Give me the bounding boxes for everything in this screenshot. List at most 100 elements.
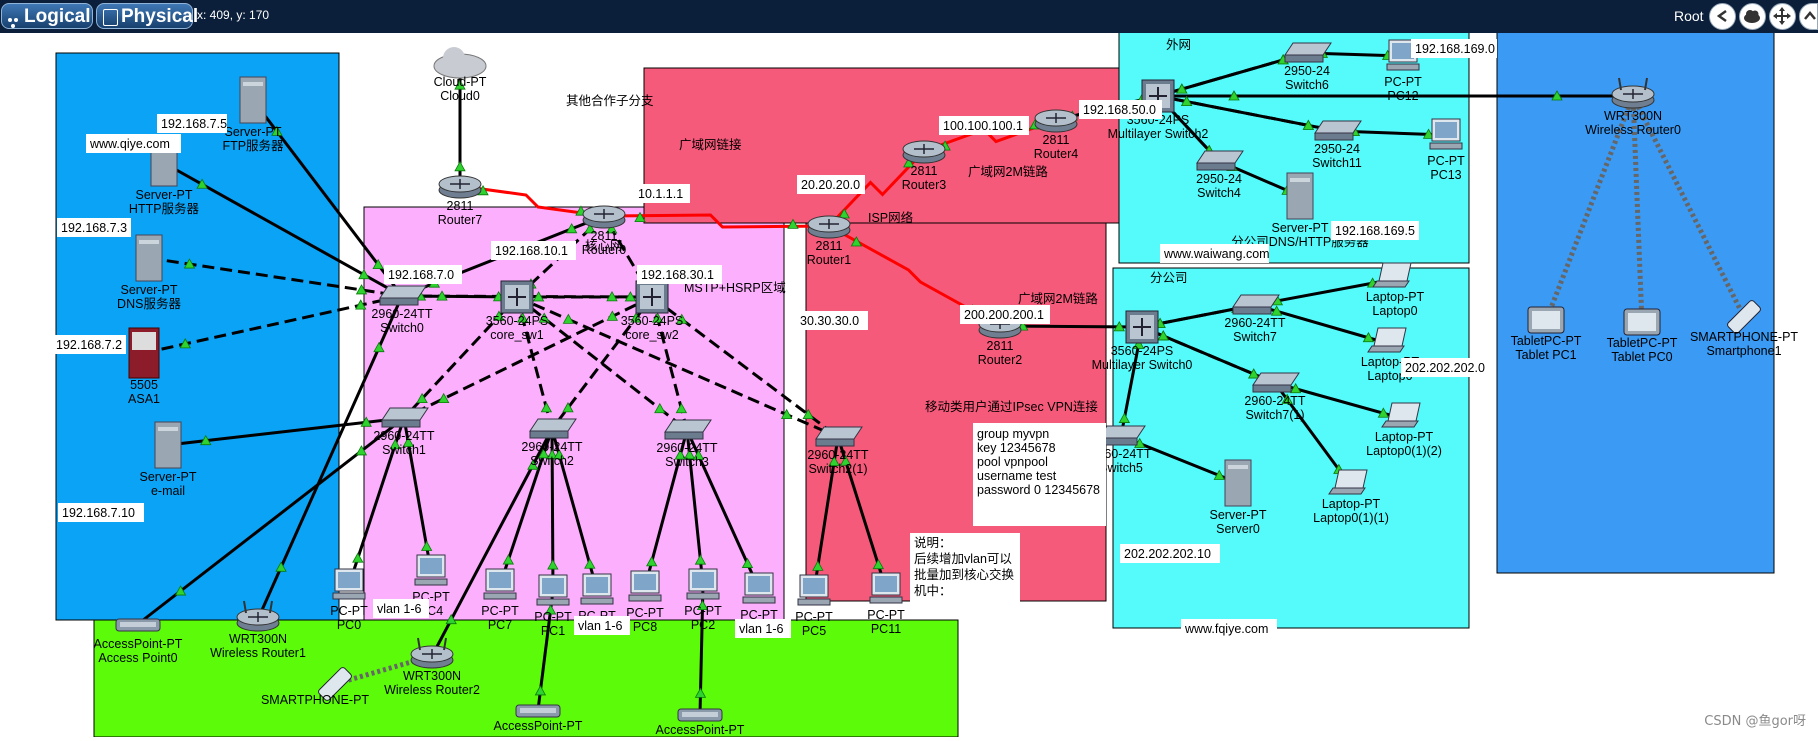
ip-tag-text: 202.202.202.10 bbox=[1124, 547, 1211, 561]
physical-label: Physical bbox=[121, 6, 199, 27]
link-status-dot bbox=[445, 613, 457, 625]
router-icon bbox=[1034, 109, 1078, 133]
device-label: Multilayer Switch2 bbox=[1108, 127, 1209, 141]
laptop-icon bbox=[1367, 327, 1407, 353]
back-button[interactable] bbox=[1709, 3, 1736, 30]
ip-tag-box bbox=[58, 503, 144, 522]
logical-view-button[interactable]: Logical bbox=[1, 3, 93, 29]
device-ap-pt2[interactable]: AccessPoint-PT bbox=[656, 708, 745, 737]
device-label: Switch7(1) bbox=[1245, 408, 1304, 422]
cluster-button[interactable] bbox=[1739, 3, 1766, 30]
ip-tag-box bbox=[57, 218, 131, 237]
logical-label: Logical bbox=[24, 6, 91, 27]
device-label: Router0 bbox=[582, 243, 627, 257]
device-label: AccessPoint-PT bbox=[656, 723, 745, 737]
pc-icon bbox=[628, 570, 662, 602]
ip-tag-text: 20.20.20.0 bbox=[801, 178, 860, 192]
branch-zone bbox=[1112, 267, 1470, 629]
device-label: Switch2(1) bbox=[808, 462, 867, 476]
expand-button[interactable] bbox=[1799, 3, 1818, 30]
vpn-line-1: key 12345678 bbox=[977, 441, 1056, 455]
note-box bbox=[910, 533, 1020, 615]
link-status-dot bbox=[624, 291, 637, 302]
device-mail-server[interactable]: Server-PTe-mail bbox=[140, 421, 197, 498]
navigation-button[interactable] bbox=[1769, 3, 1796, 30]
device-label: 2950-24 bbox=[1314, 142, 1360, 156]
device-label: Router1 bbox=[807, 253, 852, 267]
link-status-dot bbox=[540, 402, 553, 413]
ip-tag-box bbox=[634, 184, 690, 203]
device-label: PC-PT bbox=[684, 604, 722, 618]
link-status-dot bbox=[1132, 338, 1145, 349]
link-status-dot bbox=[1302, 119, 1315, 130]
link-status-dot bbox=[812, 560, 824, 571]
ip-tag-text: www.fqiye.com bbox=[1184, 622, 1268, 636]
device-label: PC-PT bbox=[1384, 75, 1422, 89]
device-label: PC12 bbox=[1387, 89, 1418, 103]
device-label: Laptop0 bbox=[1372, 304, 1417, 318]
device-label: 3560-24PS bbox=[1111, 344, 1174, 358]
physical-view-button[interactable]: Physical bbox=[96, 3, 198, 29]
device-label: Laptop0(1)(2) bbox=[1366, 444, 1442, 458]
ip-tag-text: 200.200.200.1 bbox=[964, 308, 1044, 322]
link-status-dot bbox=[562, 402, 574, 413]
device-label: PC-PT bbox=[740, 608, 778, 622]
device-ap-pt1[interactable]: AccessPoint-PT bbox=[494, 704, 583, 733]
device-label: Server-PT bbox=[1272, 221, 1329, 235]
device-label: PC-PT bbox=[867, 608, 905, 622]
device-label: Switch7 bbox=[1233, 330, 1277, 344]
vpn-line-2: pool vpnpool bbox=[977, 455, 1048, 469]
device-label: 2811 bbox=[591, 229, 618, 243]
device-label: Router4 bbox=[1034, 147, 1079, 161]
link-status-dot bbox=[903, 157, 915, 168]
server-icon bbox=[1286, 172, 1314, 220]
device-smartphone[interactable]: SMARTPHONE-PT bbox=[261, 666, 369, 707]
device-label: Switch6 bbox=[1285, 78, 1329, 92]
ip-tag-text: 192.168.7.3 bbox=[61, 221, 127, 235]
